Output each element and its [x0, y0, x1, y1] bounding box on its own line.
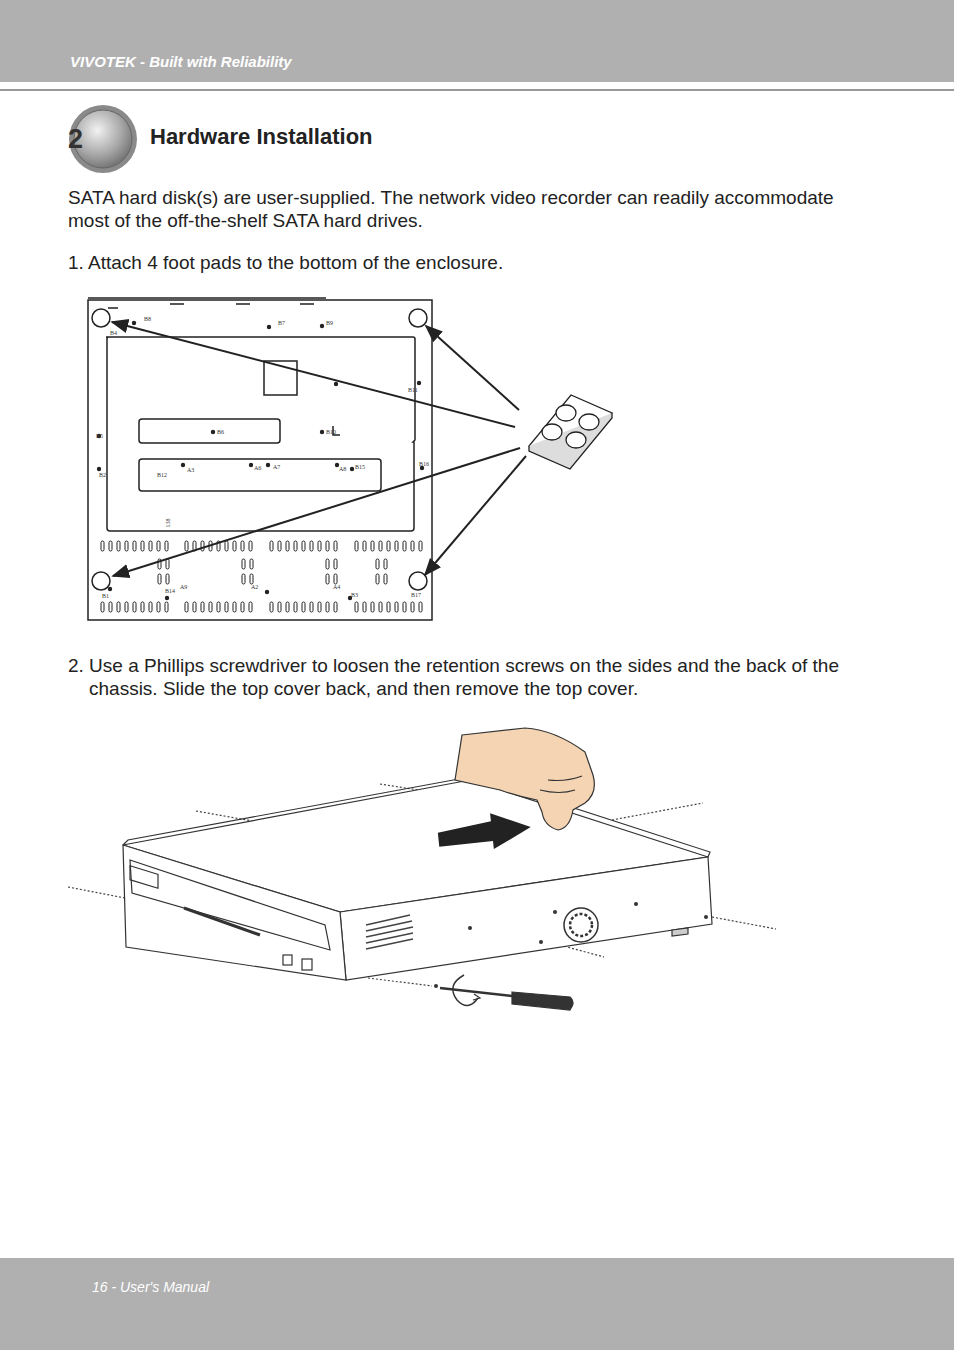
hole-label: B5 [96, 433, 103, 439]
hole-label: B14 [165, 588, 175, 594]
foot-pad-sheet [529, 395, 612, 469]
body-text: SATA hard disk(s) are user-supplied. The… [68, 186, 868, 232]
hole-label: B11 [408, 387, 418, 393]
hole-label: B12 [157, 472, 167, 478]
hole-label: A6 [254, 465, 261, 471]
hole-label: A3 [187, 467, 194, 473]
hole-label: B3 [351, 592, 358, 598]
step-text: 2. Use a Phillips screwdriver to loosen … [68, 654, 889, 700]
section-title: Hardware Installation [150, 124, 373, 150]
hole-label: B4 [110, 330, 117, 336]
hole-label: A8 [339, 466, 346, 472]
hole-label: B9 [326, 320, 333, 326]
section-badge: 2 [68, 104, 138, 174]
chassis-illustration [68, 728, 776, 1010]
hole-label: B6 [217, 429, 224, 435]
rule-line [0, 89, 954, 91]
step-text: 1. Attach 4 foot pads to the bottom of t… [68, 251, 503, 274]
hole-label: A2 [251, 584, 258, 590]
header-text: VIVOTEK - Built with Reliability [70, 53, 292, 70]
hole-label: A4 [333, 584, 340, 590]
hole-label: B15 [355, 464, 365, 470]
header-band: VIVOTEK - Built with Reliability [0, 0, 954, 82]
hole-label: B17 [411, 592, 421, 598]
hole-label: 138 [165, 519, 171, 528]
leader-arrow [112, 322, 526, 576]
footer-band: 16 - User's Manual [0, 1258, 954, 1350]
hole-label: B1 [102, 593, 109, 599]
hole-label: B16 [419, 461, 429, 467]
hole-label: B10 [326, 429, 336, 435]
hole-label: B8 [144, 316, 151, 322]
hole-label: A9 [180, 584, 187, 590]
enclosure-bottom [88, 298, 432, 620]
section-number: 2 [68, 124, 83, 155]
footer-text: 16 - User's Manual [92, 1279, 209, 1295]
hole-label: B2 [99, 472, 106, 478]
hole-label: A7 [273, 464, 280, 470]
hole-label: B7 [278, 320, 285, 326]
